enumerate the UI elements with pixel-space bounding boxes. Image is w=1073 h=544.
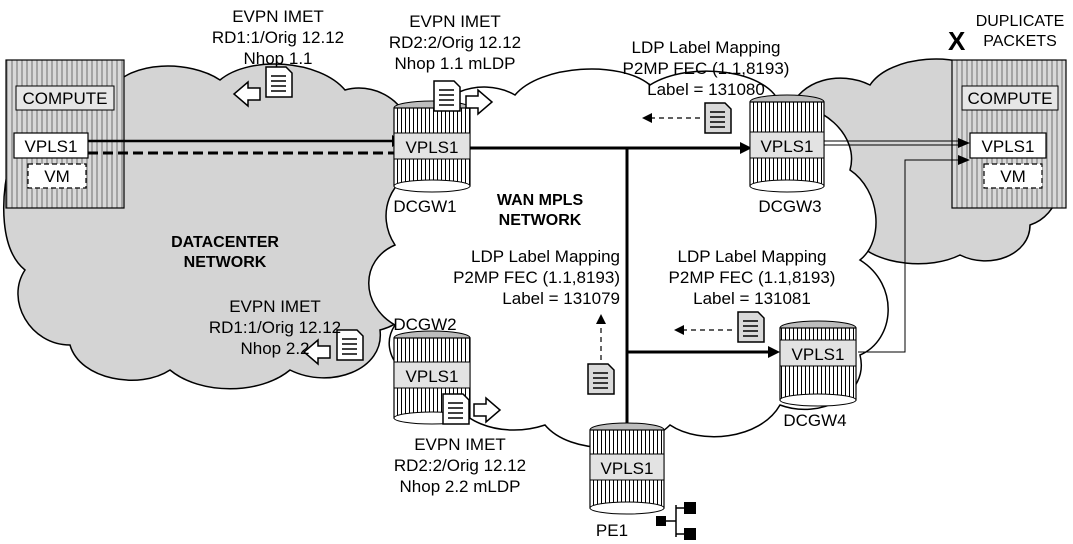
router-dcgw3: VPLS1 [750, 95, 824, 192]
dcgw2-vpls: VPLS1 [406, 367, 459, 386]
message-line: EVPN IMET [229, 297, 321, 316]
dcgw1-vpls: VPLS1 [406, 138, 459, 157]
message-line: EVPN IMET [414, 435, 506, 454]
dcgw3-vpls: VPLS1 [761, 137, 814, 156]
compute-right-title: COMPUTE [968, 89, 1053, 108]
message-line: LDP Label Mapping [677, 247, 826, 266]
datacenter-network-line-2: NETWORK [184, 254, 267, 271]
dcgw1-label: DCGW1 [393, 197, 456, 216]
dcgw4-label: DCGW4 [783, 411, 846, 430]
evpn-imet-dcgw2-wan: EVPN IMET RD2:2/Orig 12.12 Nhop 2.2 mLDP [394, 435, 526, 496]
dcgw3-label: DCGW3 [758, 197, 821, 216]
message-line: LDP Label Mapping [631, 38, 780, 57]
compute-rack-right: COMPUTE VPLS1 VM [952, 60, 1066, 208]
message-line: Label = 131080 [647, 80, 765, 99]
message-line: P2MP FEC (1.1,8193) [669, 268, 836, 287]
compute-right-vm: VM [1000, 167, 1026, 186]
router-dcgw1: VPLS1 [394, 101, 470, 192]
evpn-imet-dcgw1-dc: EVPN IMET RD1:1/Orig 12.12 Nhop 1.1 [212, 7, 344, 68]
message-line: RD2:2/Orig 12.12 [394, 456, 526, 475]
compute-left-vpls: VPLS1 [25, 137, 78, 156]
message-line: Label = 131081 [693, 289, 811, 308]
ldp-mapping-dcgw3: LDP Label Mapping P2MP FEC (1.1,8193) La… [623, 38, 790, 99]
duplicate-mark: X [948, 26, 966, 56]
duplicate-line-1: DUPLICATE [976, 13, 1065, 30]
document-icon [705, 103, 731, 133]
message-line: LDP Label Mapping [471, 247, 620, 266]
message-line: P2MP FEC (1.1,8193) [623, 59, 790, 78]
pe1-vpls: VPLS1 [601, 459, 654, 478]
dcgw4-vpls: VPLS1 [792, 345, 845, 364]
document-icon [266, 67, 292, 97]
compute-right-vpls: VPLS1 [982, 137, 1035, 156]
compute-rack-left: COMPUTE VPLS1 VM [6, 60, 124, 208]
wan-network-line-2: NETWORK [499, 212, 582, 229]
message-line: P2MP FEC (1.1,8193) [453, 268, 620, 287]
document-icon [588, 364, 614, 394]
compute-left-title: COMPUTE [23, 89, 108, 108]
compute-left-vm: VM [44, 167, 70, 186]
message-line: EVPN IMET [409, 12, 501, 31]
document-icon [434, 81, 460, 111]
dcgw2-label: DCGW2 [393, 315, 456, 334]
router-pe1: VPLS1 [590, 423, 664, 514]
message-line: Nhop 1.1 [244, 49, 313, 68]
message-line: RD1:1/Orig 12.12 [209, 318, 341, 337]
evpn-imet-dcgw1-wan: EVPN IMET RD2:2/Orig 12.12 Nhop 1.1 mLDP [389, 12, 521, 73]
message-line: Nhop 2.2 mLDP [400, 477, 521, 496]
message-line: EVPN IMET [232, 7, 324, 26]
router-dcgw4: VPLS1 [780, 321, 856, 406]
message-line: RD1:1/Orig 12.12 [212, 28, 344, 47]
message-line: RD2:2/Orig 12.12 [389, 33, 521, 52]
message-line: Nhop 1.1 mLDP [395, 54, 516, 73]
datacenter-network-line-1: DATACENTER [171, 234, 279, 251]
duplicate-line-2: PACKETS [983, 33, 1057, 50]
message-line: Nhop 2.2 [241, 339, 310, 358]
pe1-label: PE1 [596, 521, 628, 540]
ldp-mapping-dcgw4: LDP Label Mapping P2MP FEC (1.1,8193) La… [669, 247, 836, 308]
document-icon [443, 394, 469, 424]
wan-network-line-1: WAN MPLS [497, 192, 584, 209]
message-line: Label = 131079 [502, 289, 620, 308]
document-icon [738, 312, 764, 342]
